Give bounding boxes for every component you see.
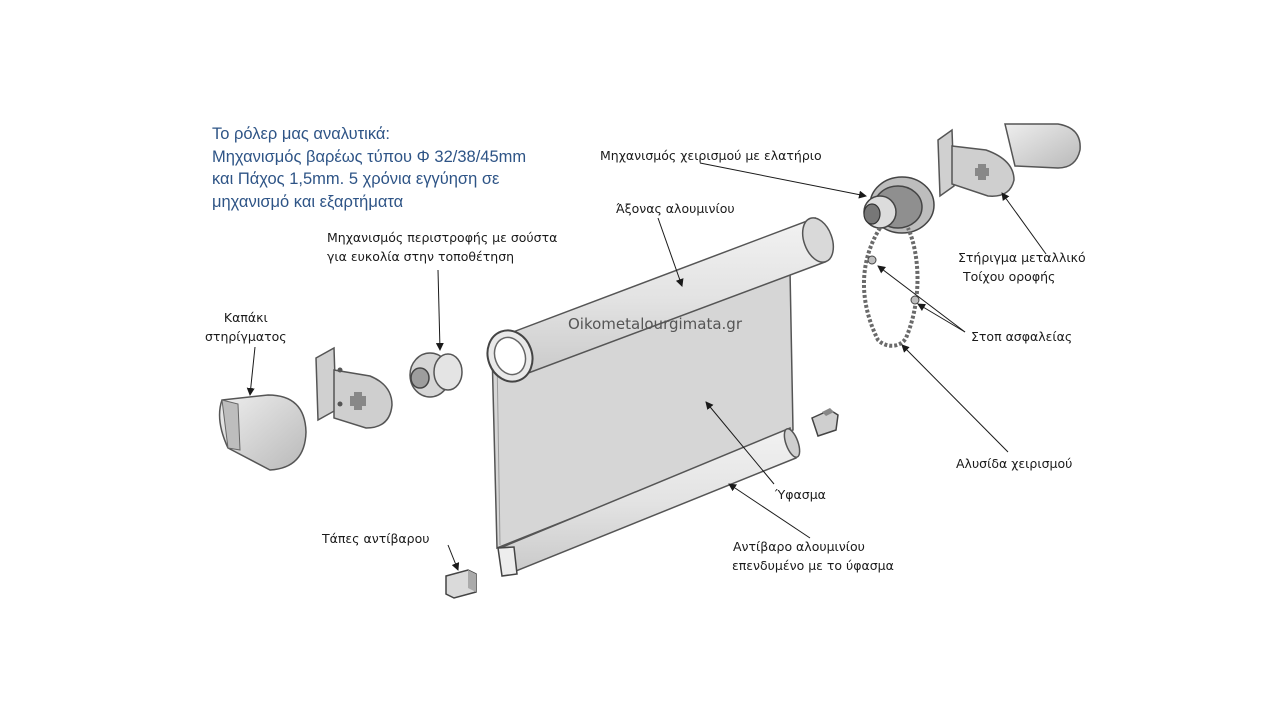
right-bracket-part xyxy=(937,123,1081,198)
leader-chain xyxy=(901,344,1009,453)
label-bracket: Στήριγμα μεταλλικό Τοίχου οροφής xyxy=(958,248,1086,286)
label-end-cap-line-2: στηρίγματος xyxy=(205,329,287,344)
rotation-mechanism-part xyxy=(409,352,463,398)
label-bracket-line-1: Στήριγμα μεταλλικό xyxy=(958,250,1086,265)
leader-bracket xyxy=(1001,192,1047,255)
bar-cap-part xyxy=(445,569,477,599)
label-safety-stop: Στοπ ασφαλείας xyxy=(971,327,1072,346)
label-chain: Αλυσίδα χειρισμού xyxy=(956,454,1072,473)
label-bottom-bar-line-1: Αντίβαρο αλουμινίου xyxy=(733,539,865,554)
label-end-cap-line-1: Καπάκι xyxy=(223,310,268,325)
label-spring-mechanism: Μηχανισμός χειρισμού με ελατήριο xyxy=(600,146,822,165)
label-bar-caps-line-1: Τάπες αντίβαρου xyxy=(322,531,430,546)
leader-bar-caps xyxy=(447,544,460,571)
label-rotation-mechanism: Μηχανισμός περιστροφής με σούστα για ευκ… xyxy=(327,228,557,266)
operating-chain xyxy=(862,226,920,348)
small-plug-part xyxy=(811,408,839,437)
label-safety-stop-line-1: Στοπ ασφαλείας xyxy=(971,329,1073,344)
label-fabric-line-1: Ύφασμα xyxy=(775,487,826,502)
bottom-weight-bar xyxy=(497,426,801,577)
intro-line-3: και Πάχος 1,5mm. 5 χρόνια εγγύηση σε xyxy=(212,170,500,188)
leader-axis xyxy=(657,217,684,287)
spring-mechanism-part xyxy=(863,176,935,234)
label-bracket-line-2: Τοίχου οροφής xyxy=(963,269,1056,284)
label-bottom-bar-line-2: επενδυμένο με το ύφασμα xyxy=(732,558,894,573)
intro-line-4: μηχανισμό και εξαρτήματα xyxy=(212,192,404,211)
intro-line-1: Το ρόλερ μας αναλυτικά: xyxy=(212,125,390,143)
label-rotation-mechanism-line-1: Μηχανισμός περιστροφής με σούστα xyxy=(327,230,558,245)
leader-end-cap xyxy=(246,346,256,396)
label-bar-caps: Τάπες αντίβαρου xyxy=(322,529,429,548)
intro-description: Το ρόλερ μας αναλυτικά: Μηχανισμός βαρέω… xyxy=(212,123,592,213)
leader-stop-1 xyxy=(877,265,966,333)
label-end-cap: Καπάκι στηρίγματος xyxy=(205,308,287,346)
leader-fabric xyxy=(705,401,775,485)
leader-lines xyxy=(246,162,1047,571)
leader-stop-2 xyxy=(917,303,966,333)
label-chain-line-1: Αλυσίδα χειρισμού xyxy=(956,456,1073,471)
leader-bottom-bar xyxy=(728,483,811,539)
label-axis-line-1: Άξονας αλουμινίου xyxy=(616,201,735,216)
end-cap-part xyxy=(218,394,307,471)
label-spring-mechanism-line-1: Μηχανισμός χειρισμού με ελατήριο xyxy=(600,148,822,163)
leader-rotation-mechanism xyxy=(435,269,444,351)
label-fabric: Ύφασμα xyxy=(775,485,826,504)
aluminium-axis-tube xyxy=(486,216,835,383)
leader-spring-mechanism xyxy=(699,162,867,199)
label-rotation-mechanism-line-2: για ευκολία στην τοποθέτηση xyxy=(327,249,515,264)
label-axis: Άξονας αλουμινίου xyxy=(616,199,735,218)
left-bracket-part xyxy=(315,346,393,429)
intro-line-2: Μηχανισμός βαρέως τύπου Φ 32/38/45mm xyxy=(212,147,527,166)
label-bottom-bar: Αντίβαρο αλουμινίου επενδυμένο με το ύφα… xyxy=(732,537,894,575)
watermark-text: Oikometalourgimata.gr xyxy=(568,315,742,333)
